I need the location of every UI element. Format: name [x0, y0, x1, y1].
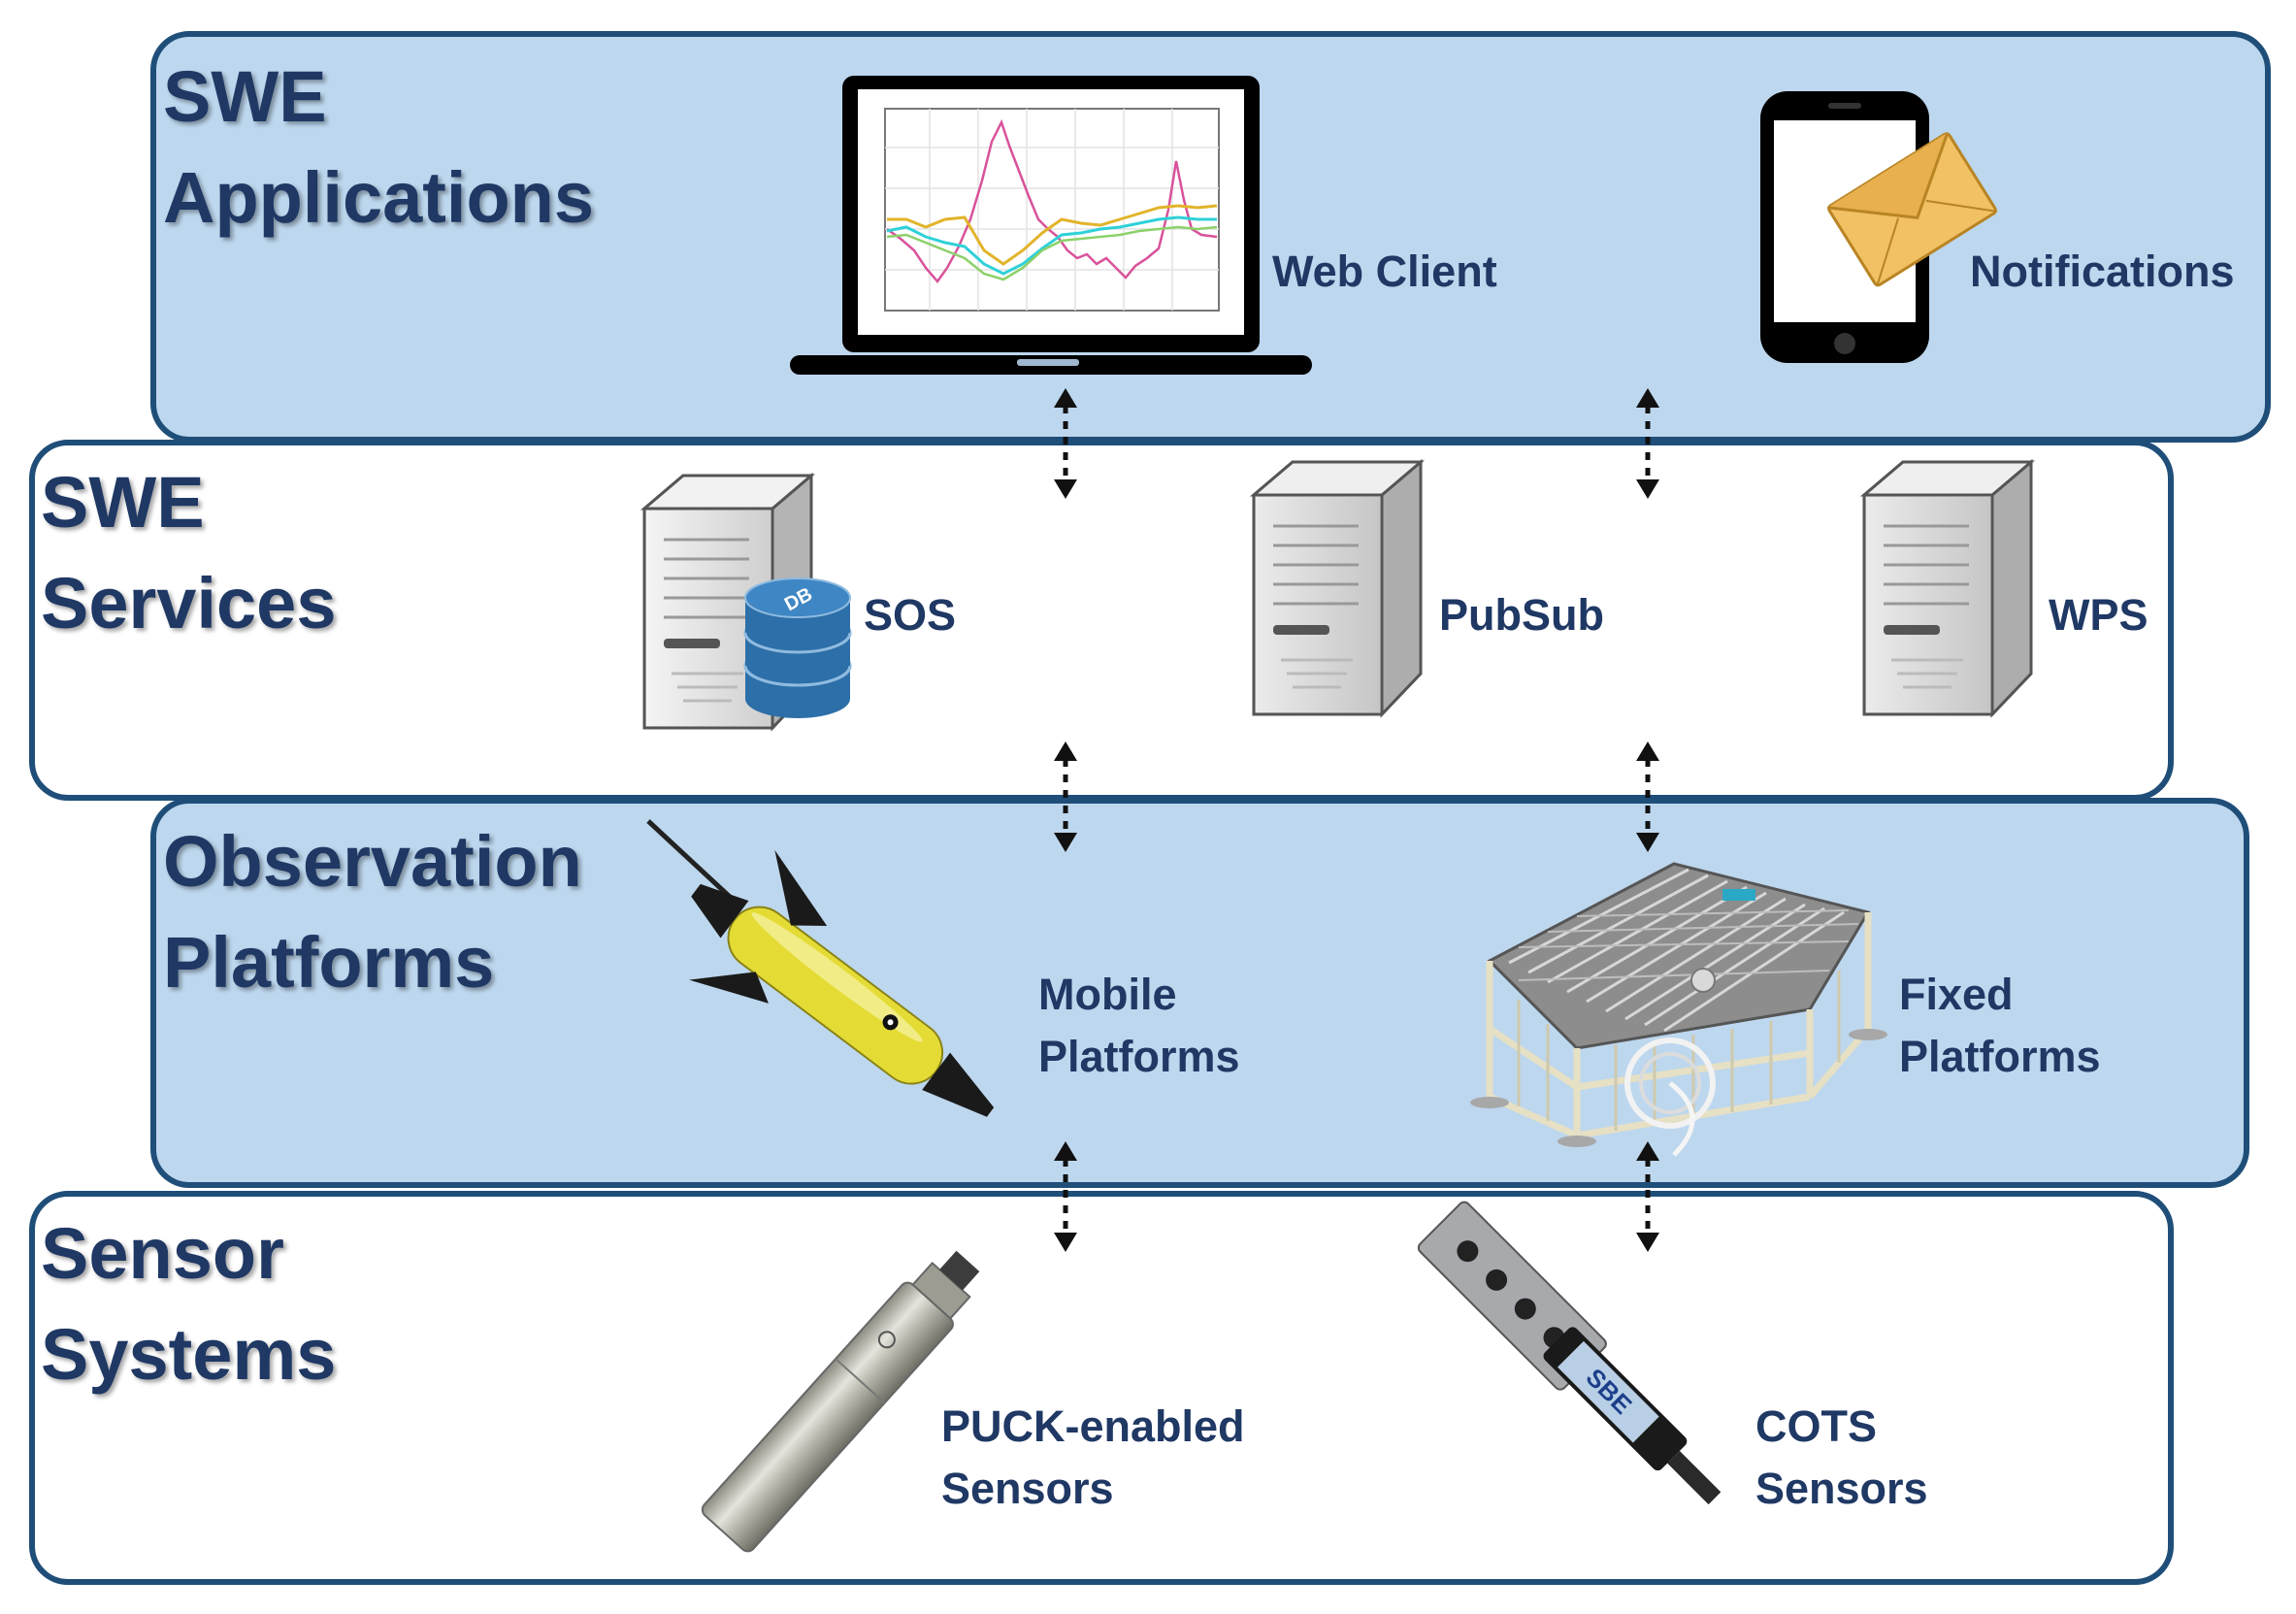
server-pubsub-icon	[1249, 458, 1426, 718]
notifications-label: Notifications	[1970, 247, 2235, 296]
layer-title-line: Applications	[163, 157, 595, 238]
laptop-icon	[790, 76, 1312, 375]
label-line: Sensors	[941, 1464, 1114, 1513]
connector-fixed-cots	[1636, 1141, 1659, 1252]
server-wps-icon	[1859, 458, 2036, 718]
database-icon: DB	[743, 577, 852, 718]
layer-title-line: Platforms	[163, 922, 495, 1003]
puck-sensors-label: PUCK-enabled Sensors	[941, 1396, 1245, 1520]
label-line: Platforms	[1899, 1032, 2101, 1081]
pubsub-label: PubSub	[1439, 590, 1604, 640]
layer-title-applications: SWE Applications	[163, 47, 594, 248]
fixed-platform-frame-icon	[1470, 862, 1887, 1157]
connector-sos-mobile	[1054, 741, 1077, 852]
puck-sensor-icon	[701, 1250, 980, 1553]
band-observation-platforms	[150, 798, 2249, 1188]
layer-title-services: SWE Services	[41, 452, 337, 654]
label-line: Fixed	[1899, 970, 2014, 1019]
mobile-platforms-label: Mobile Platforms	[1038, 964, 1240, 1088]
sos-label: SOS	[864, 590, 957, 640]
envelope-icon	[1827, 131, 1998, 287]
layer-title-line: Services	[41, 563, 337, 643]
connector-pubsub-fixed	[1636, 741, 1659, 852]
layer-title-line: Systems	[41, 1314, 337, 1395]
layer-title-line: SWE	[163, 56, 327, 137]
connector-notifications-pubsub	[1636, 388, 1659, 499]
layer-title-platforms: Observation Platforms	[163, 811, 582, 1013]
label-line: PUCK-enabled	[941, 1401, 1245, 1451]
cots-sensors-label: COTS Sensors	[1755, 1396, 1928, 1520]
label-line: Sensors	[1755, 1464, 1928, 1513]
layer-title-line: SWE	[41, 462, 205, 543]
band-sensor-systems	[29, 1191, 2174, 1585]
label-line: COTS	[1755, 1401, 1878, 1451]
web-client-label: Web Client	[1272, 247, 1497, 296]
label-line: Platforms	[1038, 1032, 1240, 1081]
wps-label: WPS	[2049, 590, 2148, 640]
connector-webclient-sos	[1054, 388, 1077, 499]
fixed-platforms-label: Fixed Platforms	[1899, 964, 2101, 1088]
band-swe-services	[29, 440, 2174, 801]
layer-title-line: Sensor	[41, 1213, 284, 1294]
layer-title-line: Observation	[163, 821, 582, 902]
connector-mobile-puck	[1054, 1141, 1077, 1252]
cots-sensor-icon: SBE	[1417, 1201, 1722, 1505]
glider-icon	[646, 819, 995, 1117]
layer-title-sensors: Sensor Systems	[41, 1203, 336, 1405]
label-line: Mobile	[1038, 970, 1177, 1019]
